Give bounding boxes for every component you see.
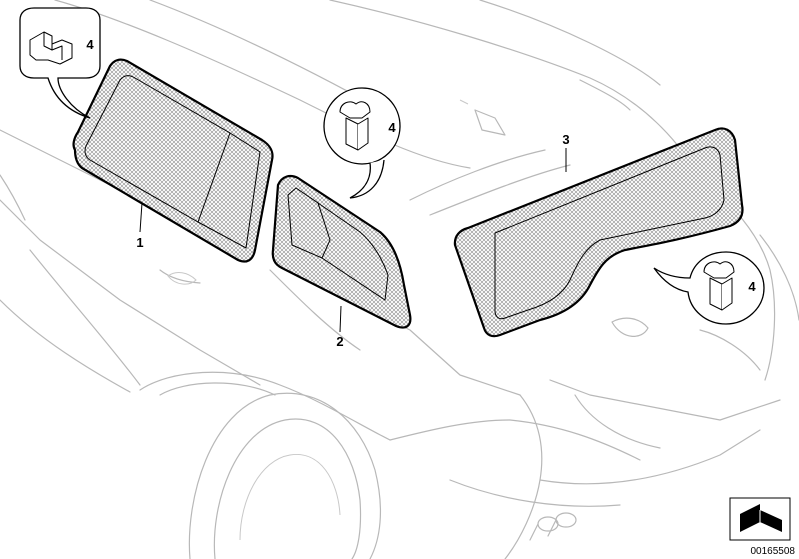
mounting-clip-icon-middle: [339, 101, 371, 151]
detail-bubble-top-left: [19, 7, 101, 119]
rear-window-glass: [494, 146, 725, 320]
side-window-seal-1: [72, 58, 274, 263]
callout-part-3: 3: [562, 132, 569, 147]
quarter-window-part-2: [271, 174, 412, 329]
retaining-clip-icon: [29, 31, 73, 65]
quarter-window-seal: [271, 174, 412, 329]
detail-bubble-right: [653, 251, 765, 325]
document-number: 00165508: [751, 546, 796, 557]
callout-part-1: 1: [136, 235, 143, 250]
view-direction-arrow-icon: [729, 497, 791, 541]
detail-bubble-top-middle: [323, 87, 401, 199]
callout-detail-4-right: 4: [748, 279, 756, 294]
quarter-window-glass: [287, 187, 331, 259]
mounting-clip-icon-right: [703, 261, 735, 311]
rear-window-seal: [453, 127, 744, 338]
rear-side-window-part-1: [72, 58, 274, 263]
callout-part-2: 2: [336, 334, 343, 349]
rear-window-part-3: [453, 127, 744, 338]
callout-detail-4-top-middle: 4: [388, 120, 396, 135]
callout-detail-4-top-left: 4: [86, 37, 94, 52]
